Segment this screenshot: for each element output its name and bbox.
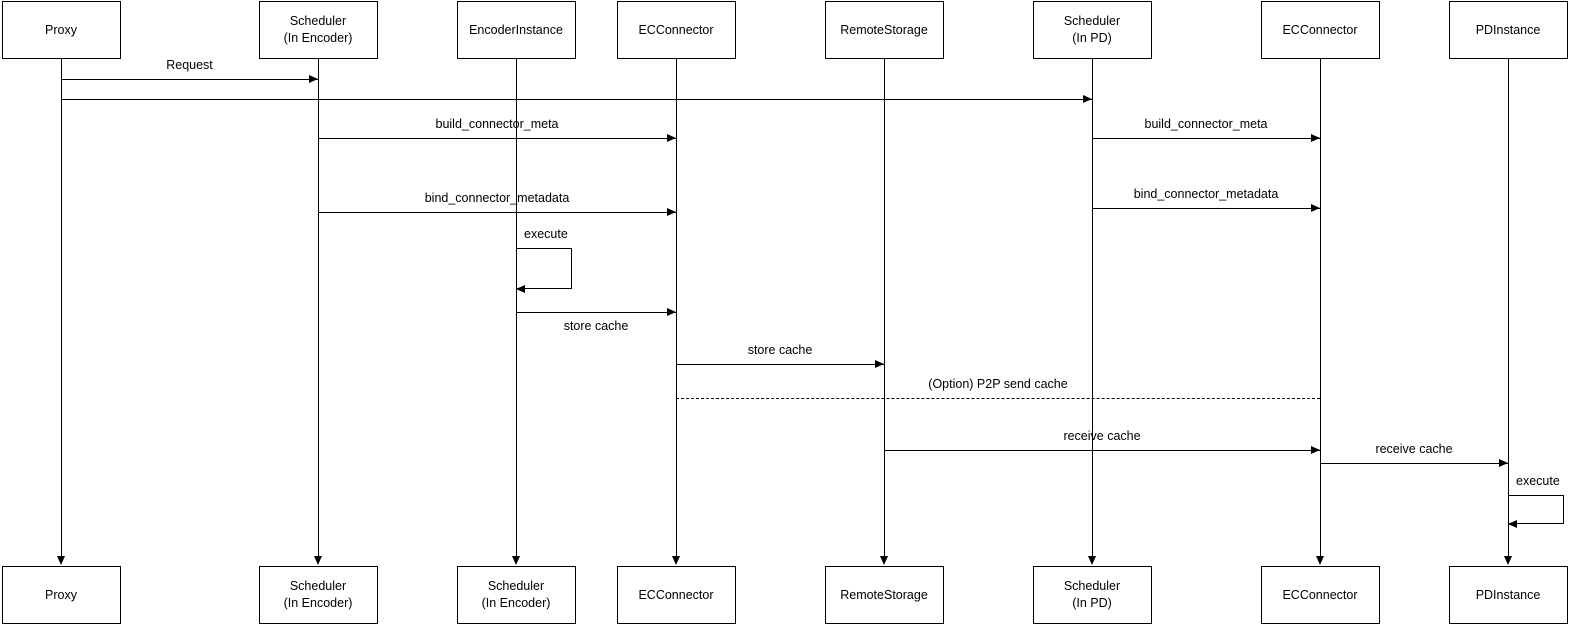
self-message-label-s2: execute xyxy=(1516,474,1560,488)
message-line-m11 xyxy=(1320,463,1508,464)
lifeline-encoder_inst xyxy=(516,59,517,557)
message-label-m7: store cache xyxy=(563,319,629,333)
message-label-m5: bind_connector_metadata xyxy=(424,191,570,205)
participant-head-remote[interactable]: RemoteStorage xyxy=(824,1,944,59)
lifeline-arrowhead-ecc_enc xyxy=(672,556,680,565)
lifeline-arrowhead-sched_pd xyxy=(1088,556,1096,565)
lifeline-pd_inst xyxy=(1508,59,1509,557)
participant-foot-proxy[interactable]: Proxy xyxy=(1,566,121,624)
lifeline-remote xyxy=(884,59,885,557)
participant-head-ecc_enc[interactable]: ECConnector xyxy=(616,1,736,59)
lifeline-arrowhead-pd_inst xyxy=(1504,556,1512,565)
participant-head-sched_enc[interactable]: Scheduler (In Encoder) xyxy=(258,1,378,59)
message-line-m5 xyxy=(318,212,676,213)
message-arrowhead-m8 xyxy=(875,360,884,368)
self-message-label-s1: execute xyxy=(524,227,568,241)
self-message-arrowhead-s1 xyxy=(516,285,525,293)
participant-head-pd_inst[interactable]: PDInstance xyxy=(1448,1,1568,59)
message-arrowhead-m5 xyxy=(667,208,676,216)
lifeline-sched_enc xyxy=(318,59,319,557)
participant-head-ecc_pd[interactable]: ECConnector xyxy=(1260,1,1380,59)
message-line-m9 xyxy=(676,398,1320,399)
lifeline-arrowhead-sched_enc xyxy=(314,556,322,565)
message-label-m8: store cache xyxy=(747,343,813,357)
lifeline-proxy xyxy=(61,59,62,557)
message-arrowhead-m3 xyxy=(667,134,676,142)
lifeline-ecc_pd xyxy=(1320,59,1321,557)
lifeline-sched_pd xyxy=(1092,59,1093,557)
participant-foot-ecc_pd[interactable]: ECConnector xyxy=(1260,566,1380,624)
lifeline-arrowhead-remote xyxy=(880,556,888,565)
message-label-m4: build_connector_meta xyxy=(1144,117,1268,131)
participant-head-encoder_inst[interactable]: EncoderInstance xyxy=(456,1,576,59)
message-arrowhead-m7 xyxy=(667,308,676,316)
participant-head-proxy[interactable]: Proxy xyxy=(1,1,121,59)
lifeline-ecc_enc xyxy=(676,59,677,557)
message-arrowhead-m10 xyxy=(1311,446,1320,454)
participant-foot-sched_enc[interactable]: Scheduler (In Encoder) xyxy=(258,566,378,624)
message-label-m6: bind_connector_metadata xyxy=(1133,187,1279,201)
message-line-m3 xyxy=(318,138,676,139)
message-label-m11: receive cache xyxy=(1375,442,1453,456)
message-label-m3: build_connector_meta xyxy=(435,117,559,131)
message-arrowhead-m6 xyxy=(1311,204,1320,212)
participant-foot-pd_inst[interactable]: PDInstance xyxy=(1448,566,1568,624)
message-label-m1: Request xyxy=(166,58,213,72)
message-label-m10: receive cache xyxy=(1063,429,1141,443)
message-arrowhead-m11 xyxy=(1499,459,1508,467)
message-line-m2 xyxy=(61,99,1092,100)
message-line-m4 xyxy=(1092,138,1320,139)
self-message-arrowhead-s2 xyxy=(1508,520,1517,528)
lifeline-arrowhead-encoder_inst xyxy=(512,556,520,565)
message-line-m7 xyxy=(516,312,676,313)
message-line-m8 xyxy=(676,364,884,365)
message-line-m6 xyxy=(1092,208,1320,209)
message-label-m9: (Option) P2P send cache xyxy=(928,377,1068,391)
participant-foot-sched_pd[interactable]: Scheduler (In PD) xyxy=(1032,566,1152,624)
message-arrowhead-m4 xyxy=(1311,134,1320,142)
message-arrowhead-m2 xyxy=(1083,95,1092,103)
participant-foot-encoder_inst[interactable]: Scheduler (In Encoder) xyxy=(456,566,576,624)
self-message-loop-s2 xyxy=(1508,495,1564,524)
message-line-m10 xyxy=(884,450,1320,451)
participant-head-sched_pd[interactable]: Scheduler (In PD) xyxy=(1032,1,1152,59)
message-line-m1 xyxy=(61,79,318,80)
message-arrowhead-m1 xyxy=(309,75,318,83)
participant-foot-remote[interactable]: RemoteStorage xyxy=(824,566,944,624)
self-message-loop-s1 xyxy=(516,248,572,289)
lifeline-arrowhead-proxy xyxy=(57,556,65,565)
lifeline-arrowhead-ecc_pd xyxy=(1316,556,1324,565)
participant-foot-ecc_enc[interactable]: ECConnector xyxy=(616,566,736,624)
